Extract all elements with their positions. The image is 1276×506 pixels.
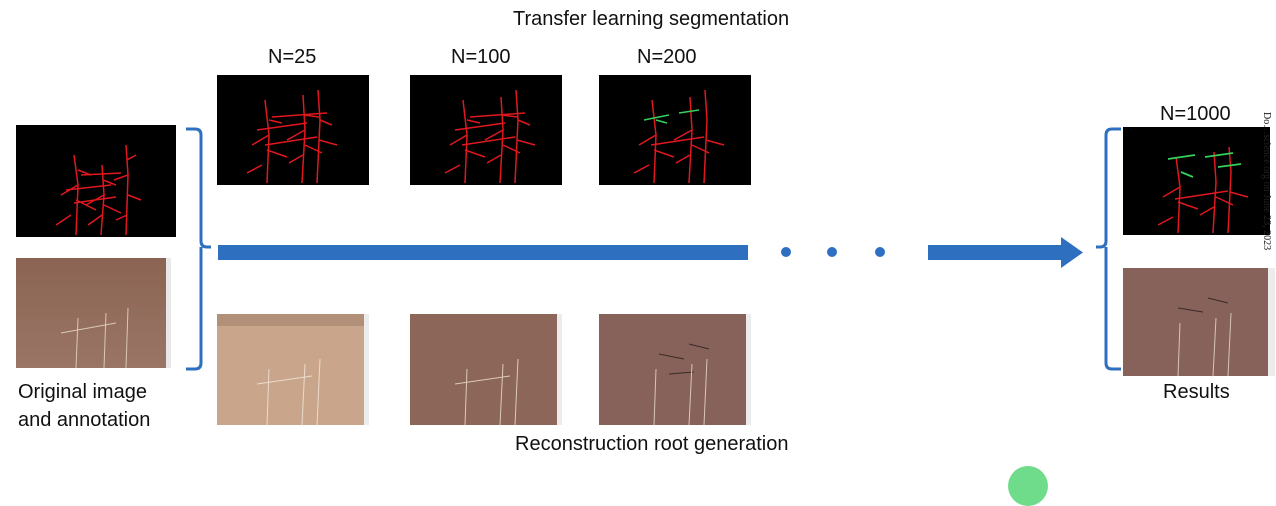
segmentation-panel-n200 <box>599 75 751 185</box>
label-n200: N=200 <box>637 46 697 68</box>
progress-arrow <box>218 237 1083 268</box>
root-annotation-original <box>55 144 142 236</box>
root-traces-n200 <box>653 358 708 425</box>
root-traces-original <box>60 307 129 368</box>
bottom-title: Reconstruction root generation <box>515 433 789 455</box>
root-traces-n100 <box>454 358 519 425</box>
right-label: Results <box>1163 381 1230 403</box>
arrow-shaft-right <box>928 245 1063 260</box>
generated-image-n200 <box>599 314 751 425</box>
left-bracket <box>186 127 211 371</box>
green-segmentation-n1000 <box>1167 152 1242 178</box>
root-segmentation-n1000 <box>1157 146 1249 234</box>
generated-image-n25 <box>217 314 369 425</box>
original-annotation-panel <box>16 125 176 237</box>
arrow-head <box>1061 237 1083 268</box>
green-segmentation-n200 <box>643 109 700 124</box>
dark-traces-n1000 <box>1177 297 1229 313</box>
label-n1000: N=1000 <box>1160 103 1231 125</box>
dark-traces-n200 <box>658 343 710 375</box>
ellipsis-dot-1 <box>781 247 791 257</box>
green-circle-icon <box>1008 466 1048 506</box>
segmentation-panel-n100 <box>410 75 562 185</box>
label-n100: N=100 <box>451 46 511 68</box>
root-segmentation-n200 <box>633 89 725 184</box>
root-traces-n25 <box>256 358 321 425</box>
original-image-panel <box>16 258 171 368</box>
top-title: Transfer learning segmentation <box>513 8 790 30</box>
ellipsis-dot-3 <box>875 247 885 257</box>
generated-image-n1000 <box>1123 268 1275 376</box>
left-label-line1: Original image <box>18 381 147 403</box>
root-segmentation-n25 <box>246 89 338 184</box>
ellipsis-dot-2 <box>827 247 837 257</box>
side-watermark: Do…science.org on June 23, 2023 <box>1261 112 1272 251</box>
segmentation-panel-n1000 <box>1123 127 1270 235</box>
left-label: Original image and annotation <box>18 378 150 434</box>
right-bracket <box>1096 127 1121 371</box>
segmentation-panel-n25 <box>217 75 369 185</box>
root-traces-n1000 <box>1177 312 1232 376</box>
arrow-shaft-left <box>218 245 748 260</box>
label-n25: N=25 <box>268 46 317 68</box>
root-segmentation-n100 <box>444 89 536 184</box>
left-label-line2: and annotation <box>18 409 151 431</box>
generated-image-n100 <box>410 314 562 425</box>
